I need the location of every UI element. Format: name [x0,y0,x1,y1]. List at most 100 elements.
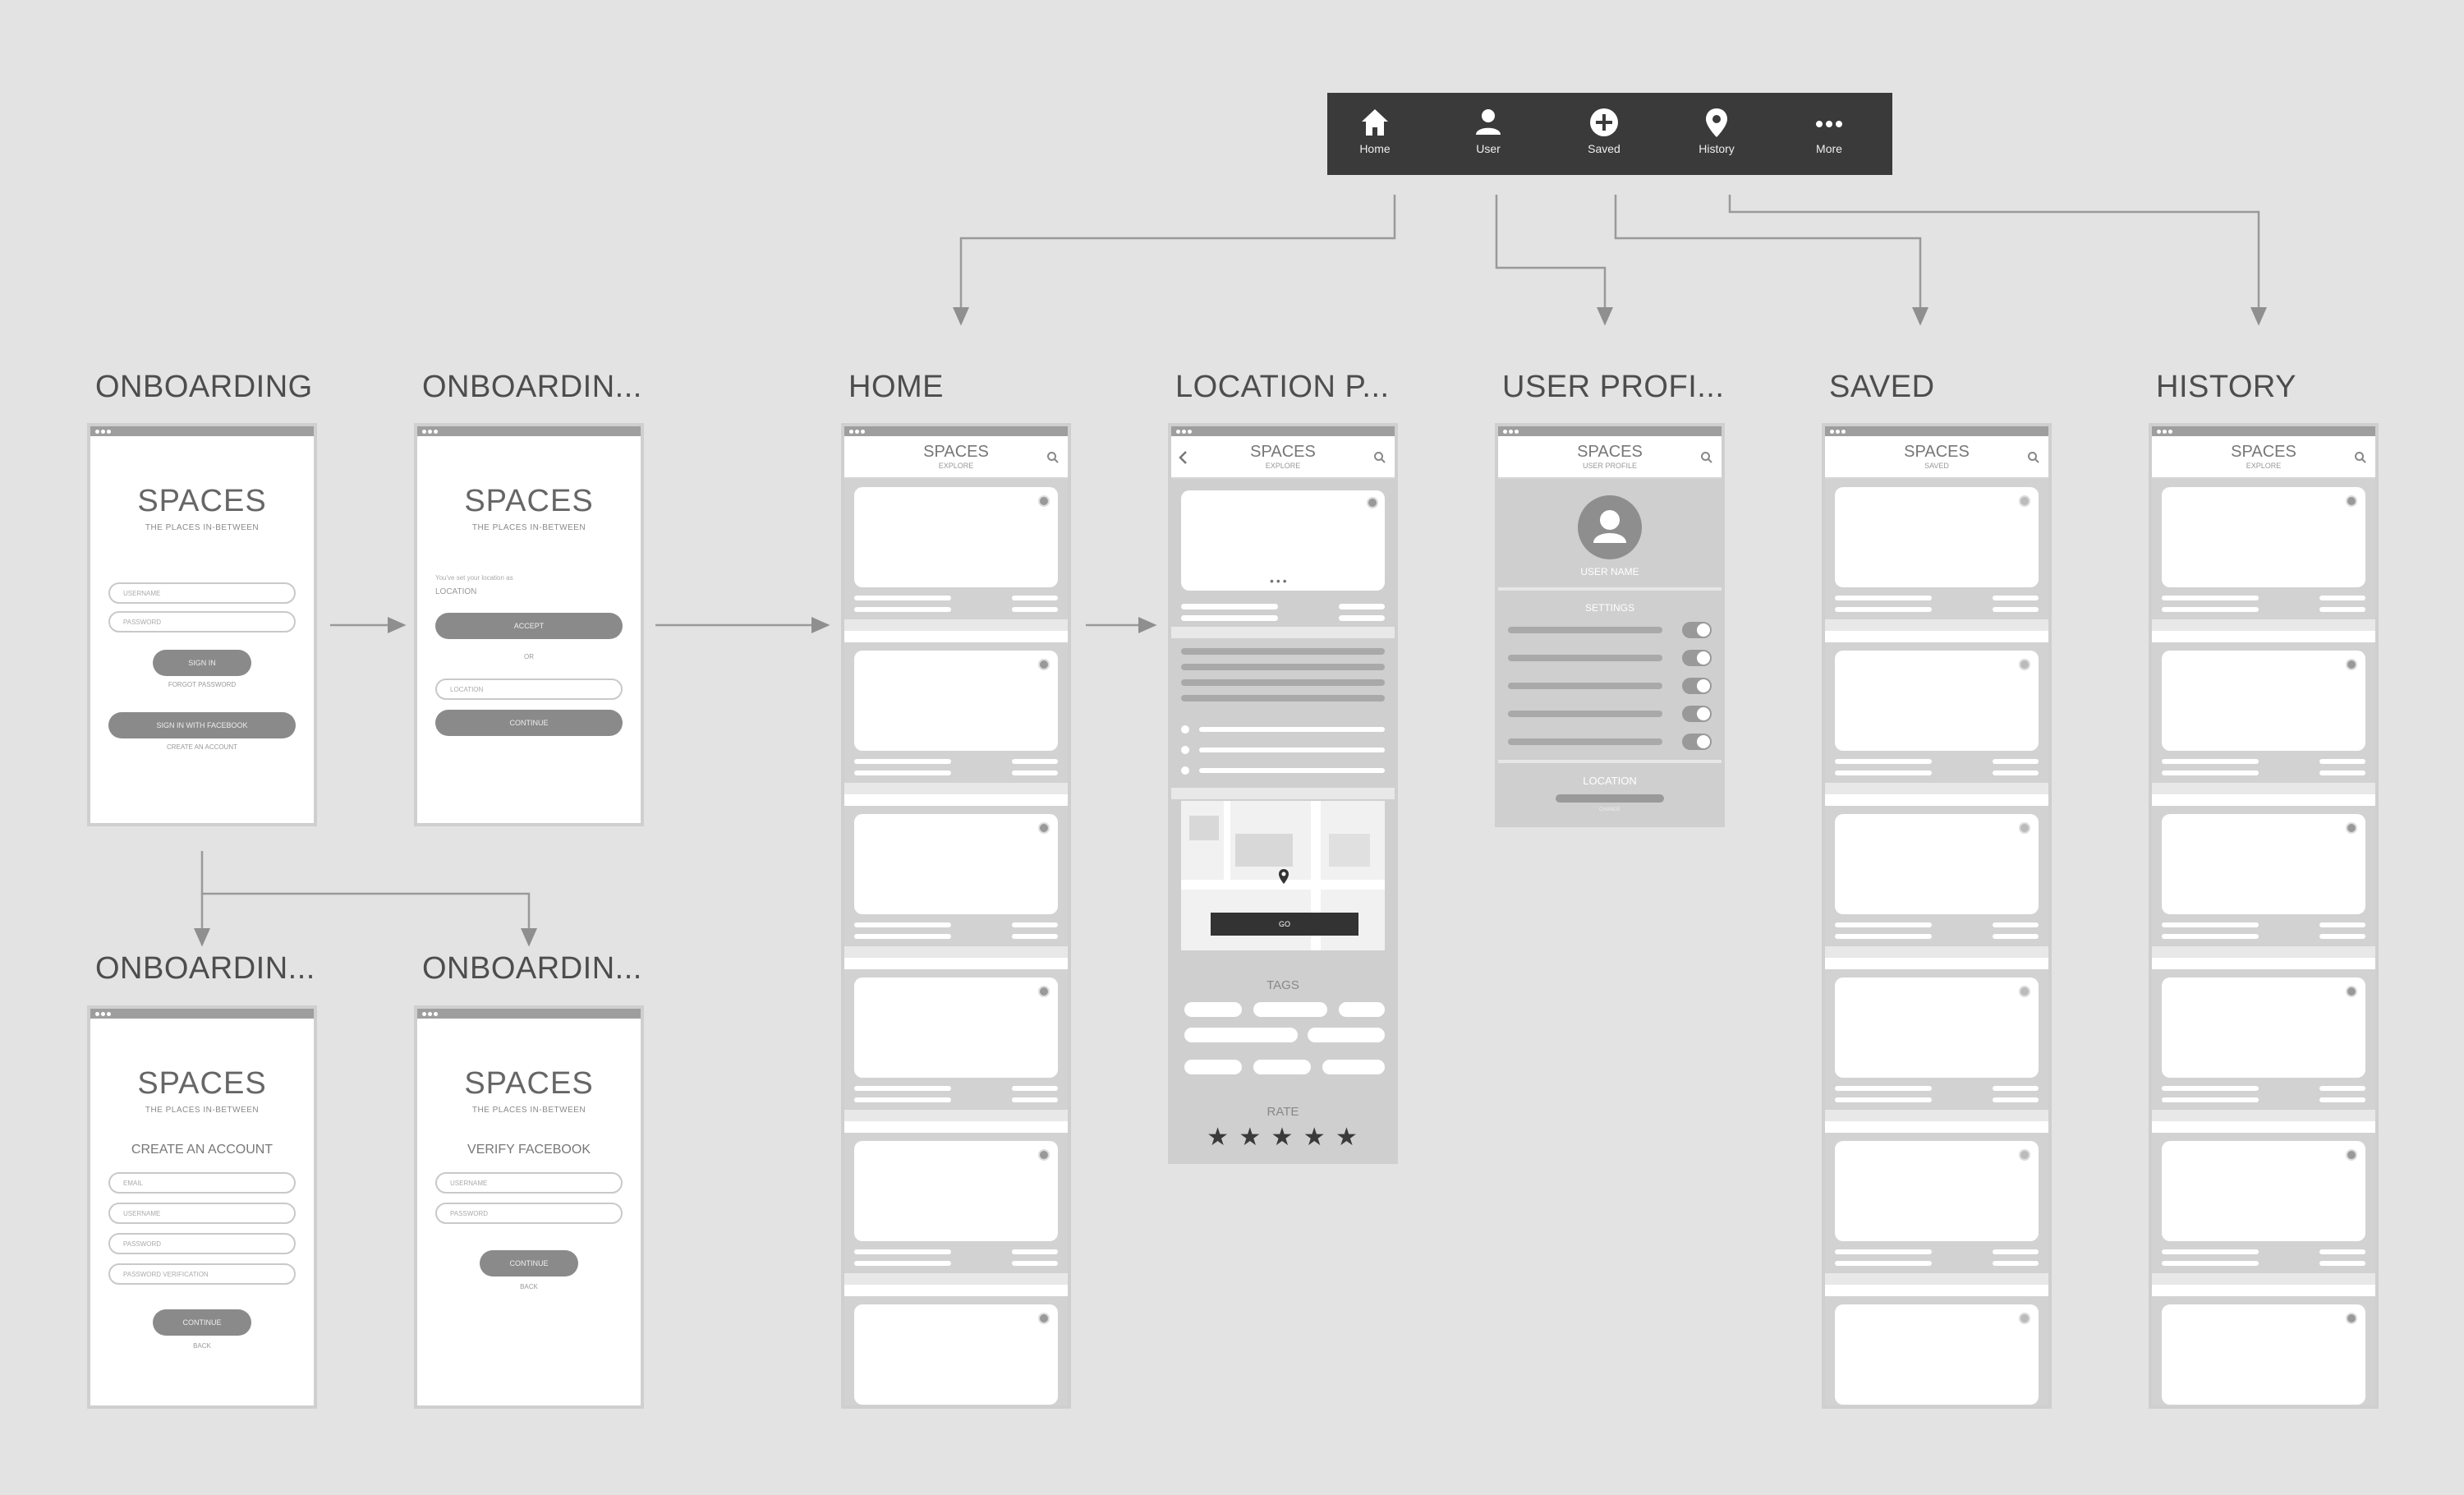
password-field[interactable]: PASSWORD [435,1203,623,1224]
save-icon[interactable] [2346,822,2357,834]
place-card[interactable] [2152,642,2375,794]
place-image[interactable] [854,814,1058,914]
search-icon[interactable] [1700,451,1713,464]
tag-chip[interactable] [1339,1002,1385,1017]
place-card[interactable] [844,806,1068,958]
place-image[interactable] [2162,978,2365,1078]
save-icon[interactable] [1038,495,1050,507]
remove-saved-icon[interactable] [2019,495,2030,507]
save-icon[interactable] [2346,659,2357,670]
tag-chip[interactable] [1253,1060,1311,1074]
tag-chip[interactable] [1322,1060,1385,1074]
search-icon[interactable] [1046,451,1060,464]
sign-in-button[interactable]: SIGN IN [153,650,251,676]
place-card[interactable] [844,1133,1068,1285]
place-card[interactable] [844,969,1068,1121]
map-view[interactable]: GO [1181,801,1385,950]
remove-saved-icon[interactable] [2019,986,2030,997]
setting-toggle[interactable] [1682,706,1712,722]
place-image[interactable] [1835,1141,2039,1241]
setting-toggle[interactable] [1682,650,1712,666]
save-icon[interactable] [1038,1313,1050,1324]
save-icon[interactable] [2346,986,2357,997]
place-card[interactable] [1825,642,2048,794]
save-icon[interactable] [2346,495,2357,507]
tab-saved[interactable]: Saved [1571,106,1637,155]
save-icon[interactable] [2346,1313,2357,1324]
tag-chip[interactable] [1184,1002,1242,1017]
search-icon[interactable] [2027,451,2040,464]
remove-saved-icon[interactable] [2019,822,2030,834]
place-image[interactable] [854,487,1058,587]
place-image[interactable] [2162,814,2365,914]
location-field[interactable]: LOCATION [435,678,623,700]
place-card[interactable] [844,479,1068,631]
username-field[interactable]: USERNAME [435,1172,623,1194]
place-image[interactable] [1835,978,2039,1078]
place-image[interactable] [1835,487,2039,587]
location-photo[interactable]: ••• [1181,490,1385,591]
accept-button[interactable]: ACCEPT [435,613,623,639]
password-field[interactable]: PASSWORD [108,1233,296,1254]
place-image[interactable] [2162,1141,2365,1241]
tag-chip[interactable] [1253,1002,1327,1017]
save-icon[interactable] [2346,1149,2357,1161]
tab-history[interactable]: History [1684,106,1749,155]
save-icon[interactable] [1367,497,1378,508]
tab-user[interactable]: User [1455,106,1521,155]
place-card[interactable] [2152,1296,2375,1405]
tag-chip[interactable] [1184,1060,1242,1074]
tab-more[interactable]: More [1796,106,1862,155]
remove-saved-icon[interactable] [2019,1313,2030,1324]
place-card[interactable] [844,1296,1068,1405]
save-icon[interactable] [1038,659,1050,670]
remove-saved-icon[interactable] [2019,1149,2030,1161]
forgot-password-link[interactable]: FORGOT PASSWORD [168,681,237,688]
setting-toggle[interactable] [1682,622,1712,638]
create-account-link[interactable]: CREATE AN ACCOUNT [166,743,238,751]
place-card[interactable] [2152,479,2375,631]
setting-toggle[interactable] [1682,678,1712,694]
search-icon[interactable] [2354,451,2367,464]
tab-home[interactable]: Home [1342,106,1408,155]
place-image[interactable] [1835,1304,2039,1405]
place-image[interactable] [2162,651,2365,751]
search-icon[interactable] [1373,451,1386,464]
place-card[interactable] [1825,1133,2048,1285]
place-card[interactable] [2152,806,2375,958]
place-image[interactable] [854,1304,1058,1405]
place-image[interactable] [2162,1304,2365,1405]
continue-button[interactable]: CONTINUE [153,1309,251,1336]
location-value-bar[interactable] [1556,794,1664,803]
place-card[interactable] [1825,479,2048,631]
place-image[interactable] [1835,651,2039,751]
continue-button[interactable]: CONTINUE [435,710,623,736]
place-card[interactable] [2152,1133,2375,1285]
tag-chip[interactable] [1184,1028,1298,1042]
place-image[interactable] [2162,487,2365,587]
rating-stars[interactable]: ★ ★ ★ ★ ★ [1207,1124,1359,1151]
go-button[interactable]: GO [1211,913,1358,936]
remove-saved-icon[interactable] [2019,659,2030,670]
place-card[interactable] [1825,969,2048,1121]
back-link[interactable]: BACK [193,1342,211,1350]
carousel-dots-icon[interactable]: ••• [1270,574,1289,587]
place-card[interactable] [2152,969,2375,1121]
tag-chip[interactable] [1308,1028,1385,1042]
place-card[interactable] [844,642,1068,794]
change-location-link[interactable]: CHANGE [1599,807,1620,812]
place-card[interactable] [1825,806,2048,958]
username-field[interactable]: USERNAME [108,582,296,604]
save-icon[interactable] [1038,986,1050,997]
place-image[interactable] [854,651,1058,751]
password-field[interactable]: PASSWORD [108,611,296,632]
password-verification-field[interactable]: PASSWORD VERIFICATION [108,1263,296,1285]
save-icon[interactable] [1038,822,1050,834]
continue-button[interactable]: CONTINUE [480,1250,578,1276]
place-image[interactable] [1835,814,2039,914]
setting-toggle[interactable] [1682,734,1712,750]
avatar[interactable] [1578,495,1642,559]
place-image[interactable] [854,1141,1058,1241]
place-card[interactable] [1825,1296,2048,1405]
back-link[interactable]: BACK [520,1283,538,1290]
